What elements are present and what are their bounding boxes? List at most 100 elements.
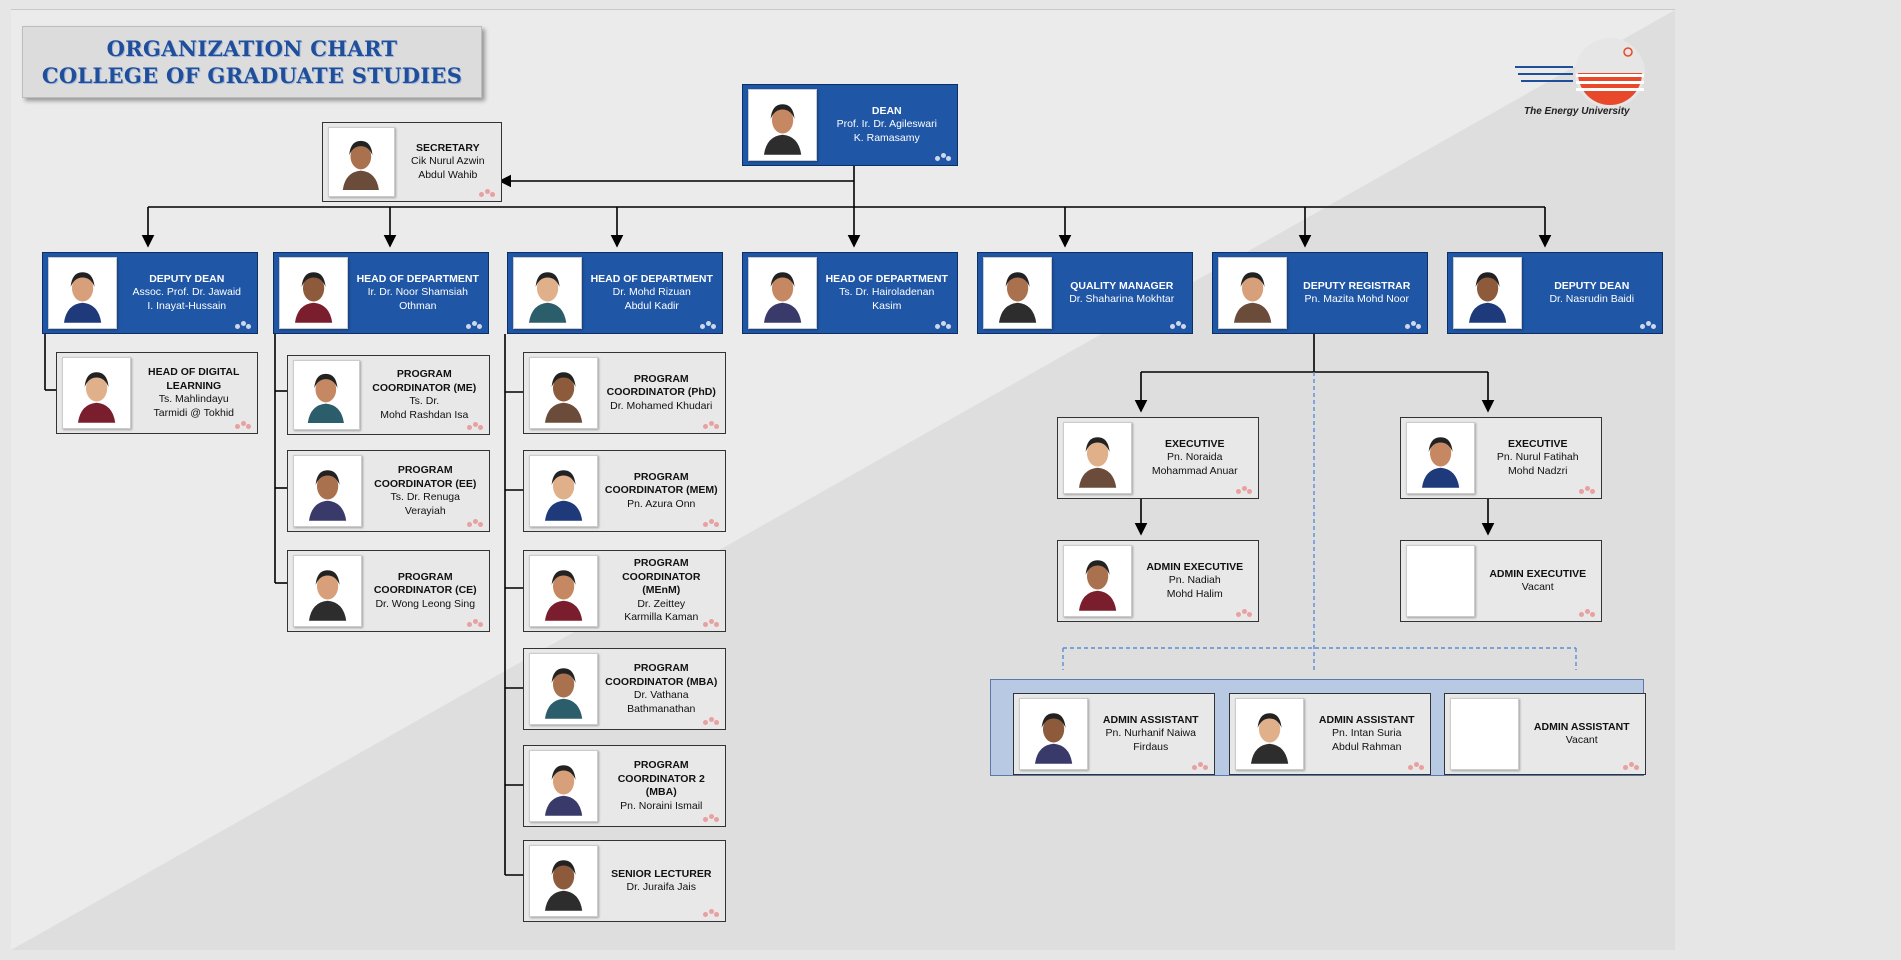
person-photo (1218, 257, 1287, 329)
person-photo (62, 357, 131, 429)
position-title: SECRETARY (416, 141, 480, 154)
person-name: Mohammad Anuar (1151, 464, 1238, 477)
person-name: Mohd Rashdan Isa (380, 408, 469, 421)
person-photo (293, 360, 360, 430)
decoration-dots-icon (1236, 486, 1252, 494)
position-title: PROGRAM COORDINATOR (MEnM) (622, 557, 701, 597)
university-logo (1515, 38, 1645, 108)
person-photo (1063, 422, 1132, 494)
card-text: PROGRAM COORDINATOR 2 (MBA)Pn. Noraini I… (598, 759, 726, 813)
decoration-dots-icon (1408, 762, 1424, 770)
person-name: Vacant (1521, 581, 1554, 593)
person-name: Dr. Zeittey (637, 597, 686, 610)
position-title: HEAD OF DIGITAL LEARNING (148, 366, 240, 392)
decoration-dots-icon (467, 422, 483, 430)
card-text: PROGRAM COORDINATOR (CE)Dr. Wong Leong S… (362, 571, 490, 612)
person-photo (748, 257, 817, 329)
person-photo (279, 257, 348, 329)
person-name: Cik Nurul Azwin (411, 155, 485, 168)
person-photo (1406, 422, 1475, 494)
person-name: Pn. Intan Suria (1332, 727, 1402, 740)
person-photo (983, 257, 1052, 329)
person-name: Othman (399, 299, 437, 312)
decoration-dots-icon (1579, 609, 1595, 617)
person-name: Ts. Mahlindayu (158, 393, 229, 405)
person-name: Dr. Juraifa Jais (626, 881, 696, 893)
person-photo (48, 257, 117, 329)
decoration-dots-icon (1170, 321, 1186, 329)
person-name: Bathmanathan (627, 702, 696, 715)
person-name: Ts. Dr. Hairoladenan (839, 286, 935, 299)
person-name: Mohd Nadzri (1507, 464, 1568, 477)
position-title: PROGRAM COORDINATOR (ME) (372, 368, 477, 394)
person-photo (529, 555, 598, 627)
person-photo (1453, 257, 1522, 329)
decoration-dots-icon (479, 189, 495, 197)
person-name: Dr. Nasrudin Baidi (1549, 293, 1635, 305)
person-name: Dr. Shaharina Mokhtar (1069, 293, 1175, 305)
position-title: ADMIN ASSISTANT (1533, 720, 1630, 733)
card-pc-phd: PROGRAM COORDINATOR (PhD)Dr. Mohamed Khu… (523, 352, 726, 434)
card-text: PROGRAM COORDINATOR (PhD)Dr. Mohamed Khu… (598, 373, 726, 414)
person-name: Dr. Mohamed Khudari (610, 399, 713, 412)
person-name: Mohd Halim (1166, 587, 1223, 600)
person-photo (529, 845, 598, 917)
person-photo (328, 127, 395, 197)
decoration-dots-icon (703, 717, 719, 725)
person-name: Pn. Noraini Ismail (620, 799, 703, 812)
decoration-dots-icon (935, 321, 951, 329)
position-title: DEPUTY DEAN (1554, 279, 1630, 292)
person-photo (1019, 698, 1088, 770)
position-title: HEAD OF DEPARTMENT (825, 272, 948, 285)
photo-placeholder (1450, 698, 1519, 770)
position-title: HEAD OF DEPARTMENT (356, 272, 479, 285)
position-title: QUALITY MANAGER (1070, 279, 1174, 292)
person-name: Verayiah (404, 504, 446, 517)
card-text: PROGRAM COORDINATOR (ME)Ts. Dr.Mohd Rash… (360, 368, 489, 422)
decoration-dots-icon (703, 421, 719, 429)
person-photo (293, 555, 362, 627)
person-photo (529, 455, 598, 527)
position-title: ADMIN ASSISTANT (1102, 713, 1199, 726)
decoration-dots-icon (235, 321, 251, 329)
person-name: Pn. Noraida (1167, 451, 1223, 464)
person-photo (293, 455, 362, 527)
person-photo (529, 653, 598, 725)
person-name: Pn. Azura Onn (627, 497, 696, 510)
person-name: Pn. Mazita Mohd Noor (1304, 293, 1409, 305)
decoration-dots-icon (1405, 321, 1421, 329)
position-title: PROGRAM COORDINATOR 2 (MBA) (617, 759, 705, 798)
person-photo (513, 257, 582, 329)
person-name: Vacant (1565, 734, 1598, 746)
person-name: Tarmidi @ Tokhid (153, 406, 235, 419)
position-title: DEPUTY REGISTRAR (1303, 279, 1411, 292)
position-title: ADMIN ASSISTANT (1318, 713, 1415, 726)
decoration-dots-icon (703, 909, 719, 917)
person-name: Dr. Wong Leong Sing (375, 597, 476, 610)
decoration-dots-icon (935, 153, 951, 161)
